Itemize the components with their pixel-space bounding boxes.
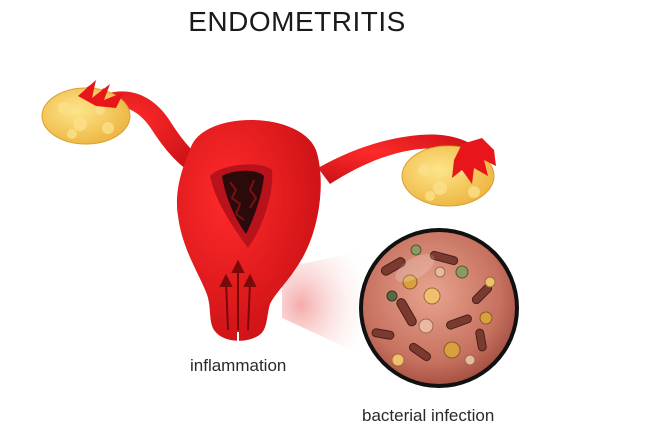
inflammation-label: inflammation <box>190 356 287 375</box>
left-fallopian-tube <box>90 91 206 176</box>
cocci-bacteria <box>386 244 496 367</box>
bacterial-infection-label: bacterial infection <box>362 406 495 425</box>
magnify-beam <box>282 248 378 362</box>
left-fimbriae-front <box>78 80 124 108</box>
bacteria-magnifier <box>359 228 519 388</box>
diagram-title: ENDOMETRITIS <box>188 6 406 37</box>
lining-texture <box>229 179 258 221</box>
rod-bacteria <box>371 250 493 362</box>
right-fimbriae <box>452 138 496 184</box>
ascending-arrows <box>219 259 257 331</box>
